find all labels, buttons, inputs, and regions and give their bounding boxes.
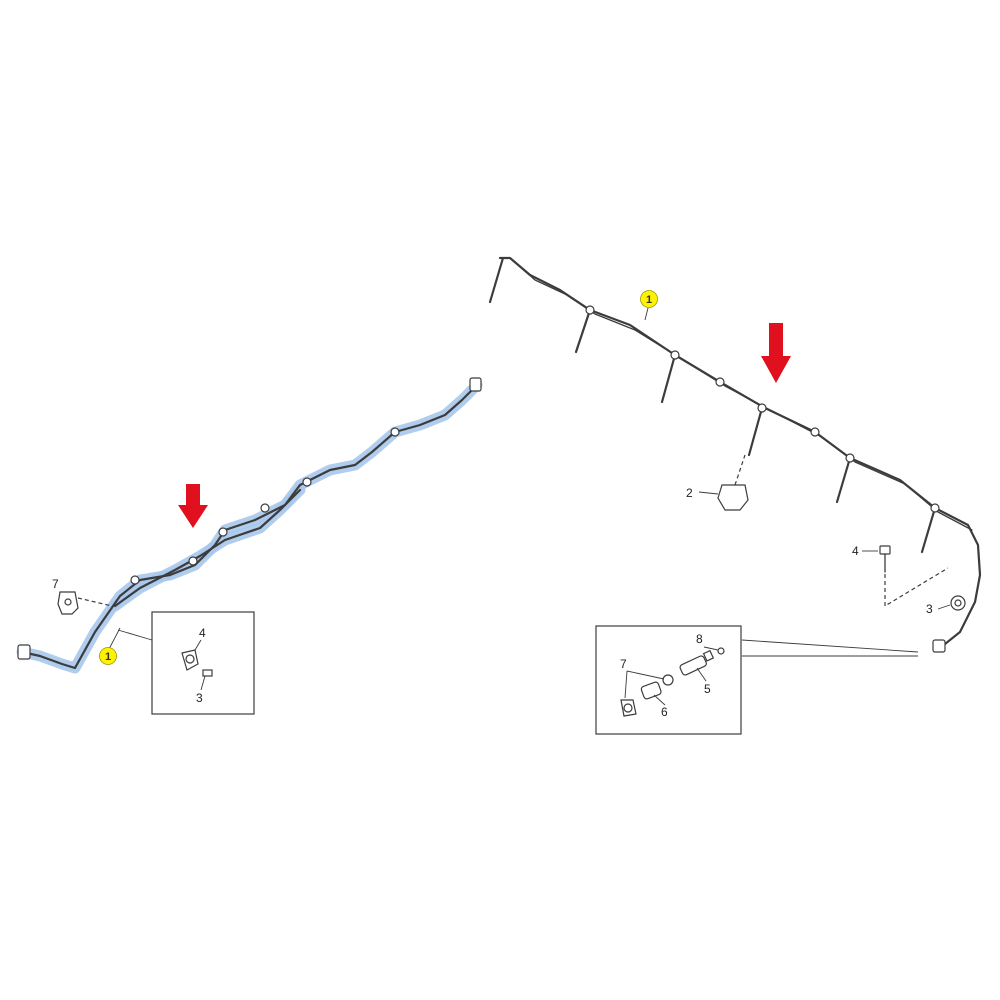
right-badge: 1 xyxy=(640,290,658,321)
right-label-4: 4 xyxy=(852,544,859,558)
left-fuel-line xyxy=(17,377,482,670)
left-badge: 1 xyxy=(99,627,121,665)
right-label-2: 2 xyxy=(686,486,693,500)
inset-label-7: 7 xyxy=(620,657,627,671)
right-fuel-line xyxy=(488,256,982,653)
left-clip-part: 7 xyxy=(52,577,113,615)
left-down-arrow-icon xyxy=(178,484,208,528)
right-label-3: 3 xyxy=(926,602,933,616)
right-down-arrow-icon xyxy=(761,323,791,383)
left-fuel-line-assembly: 7 1 4 3 xyxy=(16,377,483,715)
part-3-clamp: 3 xyxy=(926,595,966,616)
part-4-bolt: 4 xyxy=(852,544,949,608)
inset-label-6: 6 xyxy=(661,705,668,719)
inset-label-8: 8 xyxy=(696,632,703,646)
inset-label-4: 4 xyxy=(199,626,206,640)
inset-label-3: 3 xyxy=(196,691,203,705)
injector-stubs xyxy=(488,256,937,554)
right-fuel-line-assembly: 1 2 4 3 xyxy=(488,256,982,735)
right-badge-number: 1 xyxy=(646,294,652,306)
left-clip-label: 7 xyxy=(52,577,59,591)
left-badge-number: 1 xyxy=(105,651,111,663)
inset-label-5: 5 xyxy=(704,682,711,696)
left-detail-inset: 4 3 xyxy=(117,611,255,715)
right-detail-inset: 8 7 5 6 xyxy=(595,625,919,735)
part-2-sensor: 2 xyxy=(686,454,749,511)
